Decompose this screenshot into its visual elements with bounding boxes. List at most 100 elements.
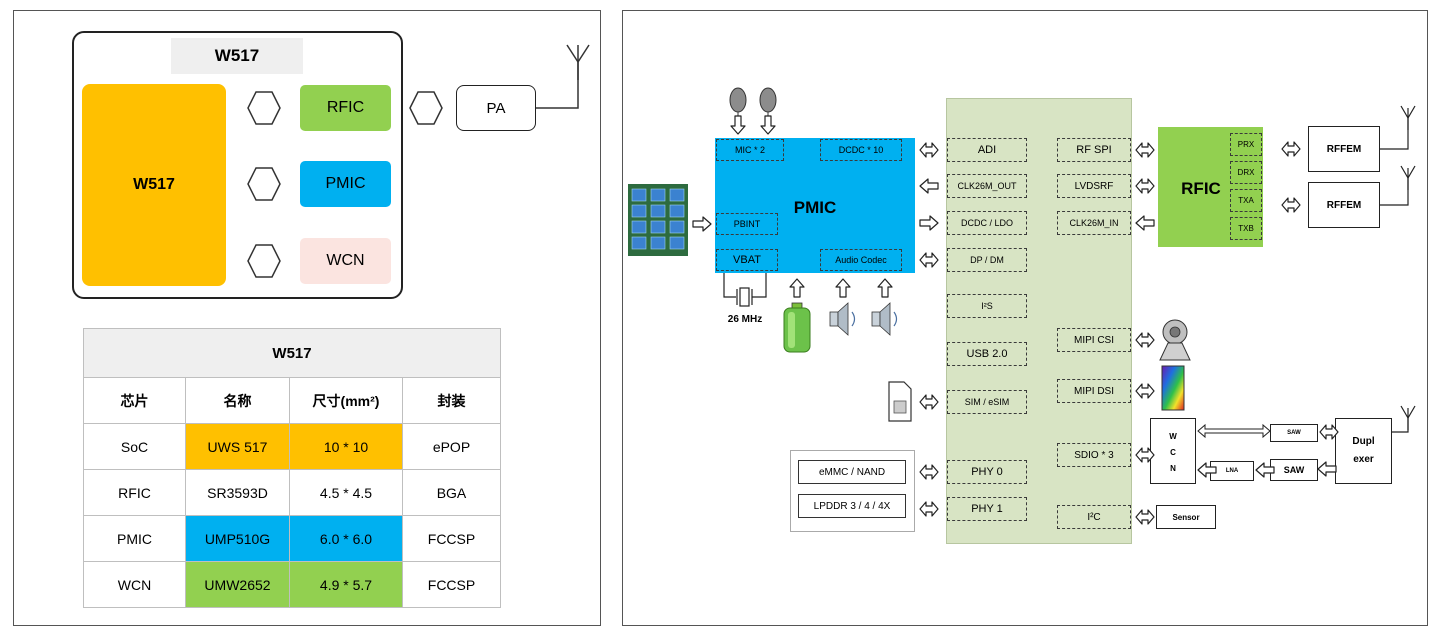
table-header: 芯片 xyxy=(83,377,186,424)
wcn-letter: W xyxy=(1169,431,1177,441)
soc-port-sim: SIM / eSIM xyxy=(947,390,1027,414)
left-arrow-icon xyxy=(1255,462,1275,478)
saw-filter: SAW xyxy=(1270,424,1318,442)
soc-port-phy0: PHY 0 xyxy=(947,460,1027,484)
right-arrow-icon xyxy=(919,215,939,231)
display-icon xyxy=(1161,365,1185,411)
rfic-block: RFIC xyxy=(300,85,391,131)
chip-size-table: W517 芯片 名称 尺寸(mm²) 封装 SoC UWS 517 10 * 1… xyxy=(83,328,501,608)
table-title: W517 xyxy=(83,328,501,378)
soc-core-block: W517 xyxy=(82,84,226,286)
sim-card-icon xyxy=(888,381,912,422)
up-arrow-icon xyxy=(835,278,851,298)
camera-icon xyxy=(1159,319,1191,361)
rffem-block: RFFEM xyxy=(1308,126,1380,172)
soc-port-mipi-dsi: MIPI DSI xyxy=(1057,379,1131,403)
antenna-icon xyxy=(566,44,590,80)
keypad-icon xyxy=(628,184,688,256)
duplexer-block xyxy=(1335,418,1392,484)
left-connectors xyxy=(247,44,590,278)
crystal-label: 26 MHz xyxy=(727,313,763,325)
pmic-title: PMIC xyxy=(793,198,837,217)
soc-port-dcdc-ldo: DCDC / LDO xyxy=(947,211,1027,235)
double-arrow-icon xyxy=(919,252,939,268)
table-cell: FCCSP xyxy=(402,561,501,608)
table-row: RFIC SR3593D 4.5 * 4.5 BGA xyxy=(83,469,501,516)
right-arrow-icon xyxy=(692,216,712,232)
antenna-icon xyxy=(1392,405,1416,433)
table-header: 封装 xyxy=(402,377,501,424)
microphone-icon xyxy=(729,87,747,116)
table-cell: FCCSP xyxy=(402,515,501,562)
table-cell: SoC xyxy=(83,423,186,470)
memory-group xyxy=(790,450,915,532)
wcn-saw-link xyxy=(1197,423,1271,439)
table-cell: SR3593D xyxy=(185,469,290,516)
double-arrow-icon xyxy=(247,167,281,201)
table-cell: 6.0 * 6.0 xyxy=(289,515,403,562)
sensor-block: Sensor xyxy=(1156,505,1216,529)
antenna-icon xyxy=(1380,165,1416,206)
rfic-block xyxy=(1158,127,1263,247)
pmic-port-audio: Audio Codec xyxy=(820,249,902,271)
soc-port-clk26m-out: CLK26M_OUT xyxy=(947,174,1027,198)
soc-port-rf-spi: RF SPI xyxy=(1057,138,1131,162)
double-arrow-icon xyxy=(1281,141,1301,157)
duplexer-label: exer xyxy=(1353,453,1374,465)
wcn-letter: C xyxy=(1170,447,1176,457)
soc-board xyxy=(946,98,1132,544)
battery-icon xyxy=(783,302,811,353)
left-arrow-icon xyxy=(1197,462,1217,478)
left-arrow-icon xyxy=(919,178,939,194)
speaker-icon xyxy=(829,302,856,336)
table-cell: WCN xyxy=(83,561,186,608)
double-arrow-icon xyxy=(919,501,939,517)
table-cell: 4.9 * 5.7 xyxy=(289,561,403,608)
table-header: 尺寸(mm²) xyxy=(289,377,403,424)
pmic-port-mic: MIC * 2 xyxy=(716,139,784,161)
pmic-port-dcdc: DCDC * 10 xyxy=(820,139,902,161)
table-header: 名称 xyxy=(185,377,290,424)
double-arrow-icon xyxy=(1135,178,1155,194)
crystal-icon xyxy=(723,273,767,307)
left-arrow-icon xyxy=(1135,215,1155,231)
rfic-port-prx: PRX xyxy=(1230,133,1262,156)
soc-port-dp-dm: DP / DM xyxy=(947,248,1027,272)
memory-emmc: eMMC / NAND xyxy=(798,460,906,484)
table-cell: PMIC xyxy=(83,515,186,562)
rfic-port-txb: TXB xyxy=(1230,217,1262,240)
double-arrow-icon xyxy=(1135,447,1155,463)
down-arrow-icon xyxy=(730,115,746,135)
table-row: PMIC UMP510G 6.0 * 6.0 FCCSP xyxy=(83,515,501,562)
double-arrow-icon xyxy=(919,142,939,158)
antenna-icon xyxy=(1380,105,1416,150)
wcn-letter: N xyxy=(1170,463,1176,473)
double-arrow-icon xyxy=(919,394,939,410)
wcn-block: WCN xyxy=(300,238,391,284)
soc-port-mipi-csi: MIPI CSI xyxy=(1057,328,1131,352)
pmic-port-vbat: VBAT xyxy=(716,249,778,271)
table-row: SoC UWS 517 10 * 10 ePOP xyxy=(83,423,501,470)
table-cell: RFIC xyxy=(83,469,186,516)
double-arrow-icon xyxy=(247,91,281,125)
memory-lpddr: LPDDR 3 / 4 / 4X xyxy=(798,494,906,518)
rfic-port-txa: TXA xyxy=(1230,189,1262,212)
left-arrow-icon xyxy=(1317,461,1337,477)
table-cell: ePOP xyxy=(402,423,501,470)
soc-port-sdio: SDIO * 3 xyxy=(1057,443,1131,467)
double-arrow-icon xyxy=(247,244,281,278)
microphone-icon xyxy=(759,87,777,116)
speaker-icon xyxy=(871,302,898,336)
soc-port-i2s: I²S xyxy=(947,294,1027,318)
rffem-block: RFFEM xyxy=(1308,182,1380,228)
double-arrow-icon xyxy=(1319,424,1339,440)
table-row: WCN UMW2652 4.9 * 5.7 FCCSP xyxy=(83,561,501,608)
wcn-block xyxy=(1150,418,1196,484)
pmic-block: PMIC xyxy=(300,161,391,207)
pa-block: PA xyxy=(456,85,536,131)
rfic-port-drx: DRX xyxy=(1230,161,1262,184)
rfic-title: RFIC xyxy=(1181,179,1221,198)
double-arrow-icon xyxy=(1135,383,1155,399)
double-arrow-icon xyxy=(1281,197,1301,213)
